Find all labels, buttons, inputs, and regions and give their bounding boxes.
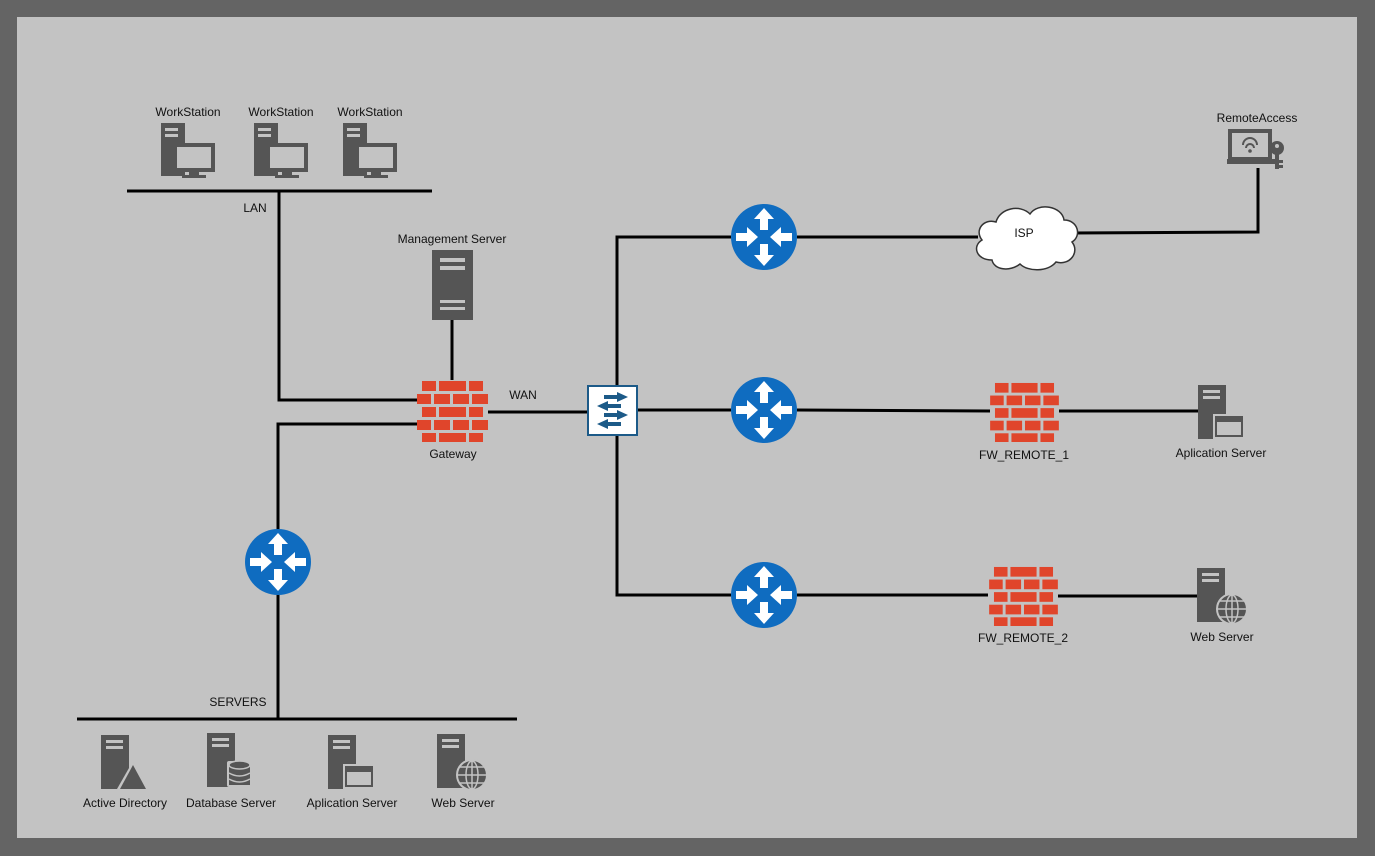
workstation-icon[interactable] bbox=[253, 122, 309, 180]
router-icon[interactable] bbox=[730, 561, 798, 629]
wan-label: WAN bbox=[509, 388, 537, 402]
database-server-label: Database Server bbox=[185, 796, 277, 810]
router-icon[interactable] bbox=[730, 203, 798, 271]
workstation-label: WorkStation bbox=[337, 105, 403, 119]
firewall-icon[interactable] bbox=[417, 380, 488, 442]
router-mid-to-fw1-link bbox=[796, 408, 991, 413]
application-server-icon[interactable] bbox=[328, 735, 376, 791]
router-icon[interactable] bbox=[730, 376, 798, 444]
workstation-label: WorkStation bbox=[248, 105, 314, 119]
cloud-icon[interactable] bbox=[970, 200, 1082, 272]
firewall-icon[interactable] bbox=[989, 382, 1060, 442]
application-server-icon[interactable] bbox=[1198, 385, 1246, 441]
aplication-server-remote-label: Aplication Server bbox=[1175, 446, 1267, 460]
switch-to-router-bottom-link bbox=[615, 435, 731, 597]
fw-remote-2-label: FW_REMOTE_2 bbox=[977, 631, 1069, 645]
database-server-icon[interactable] bbox=[207, 733, 253, 789]
workstation-icon[interactable] bbox=[160, 122, 216, 180]
active-directory-label: Active Directory bbox=[82, 796, 168, 810]
aplication-server-label: Aplication Server bbox=[306, 796, 398, 810]
workstation-icon[interactable] bbox=[342, 122, 398, 180]
lan-to-gateway-link bbox=[277, 191, 418, 402]
switch-icon[interactable] bbox=[587, 385, 638, 436]
fw-remote-1-label: FW_REMOTE_1 bbox=[978, 448, 1070, 462]
gateway-label: Gateway bbox=[429, 447, 477, 461]
isp-to-remote-access-link bbox=[1071, 168, 1260, 235]
router-icon[interactable] bbox=[244, 528, 312, 596]
remote-access-label: RemoteAccess bbox=[1216, 111, 1298, 125]
switch-to-router-top-link bbox=[615, 235, 731, 388]
isp-label: ISP bbox=[1014, 226, 1034, 240]
web-server-label: Web Server bbox=[431, 796, 495, 810]
diagram-canvas bbox=[17, 17, 1357, 838]
lan-label: LAN bbox=[243, 201, 267, 215]
gateway-to-servers-link bbox=[276, 422, 418, 718]
workstation-label: WorkStation bbox=[155, 105, 221, 119]
active-directory-server-icon[interactable] bbox=[101, 735, 149, 791]
management-server-label: Management Server bbox=[397, 232, 507, 246]
web-server-icon[interactable] bbox=[437, 734, 489, 791]
web-server-icon[interactable] bbox=[1197, 568, 1249, 625]
remote-access-laptop-icon[interactable] bbox=[1227, 128, 1287, 172]
firewall-icon[interactable] bbox=[988, 566, 1059, 626]
server-icon[interactable] bbox=[432, 250, 473, 320]
web-server-remote-label: Web Server bbox=[1190, 630, 1254, 644]
servers-label: SERVERS bbox=[209, 695, 267, 709]
